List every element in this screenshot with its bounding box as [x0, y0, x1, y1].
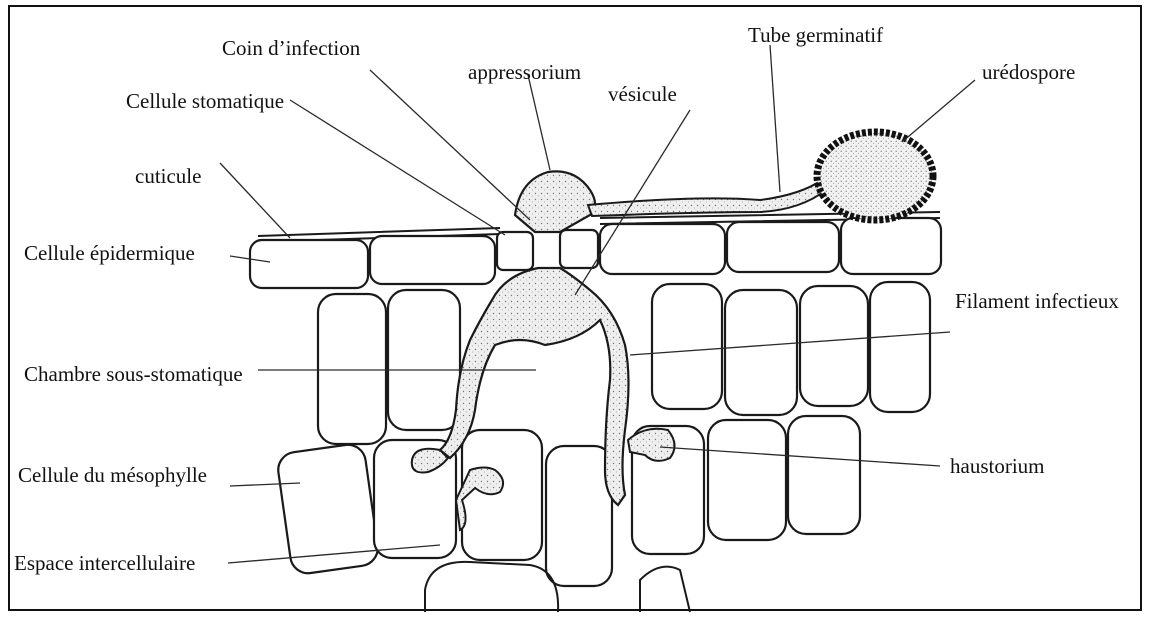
label-cuticule: cuticule — [135, 164, 201, 188]
label-cellule-mesophylle: Cellule du mésophylle — [18, 463, 207, 487]
label-cellule-stomatique: Cellule stomatique — [126, 89, 284, 113]
bottom-cell — [425, 562, 558, 612]
label-vesicule: vésicule — [608, 82, 677, 106]
germ-tube-shape — [588, 180, 826, 216]
label-espace-intercellulaire: Espace intercellulaire — [14, 551, 195, 575]
mesophyll-lower-row — [276, 416, 860, 612]
label-appressorium: appressorium — [468, 60, 581, 84]
label-coin-infection: Coin d’infection — [222, 36, 361, 60]
uredospore-shape — [817, 132, 933, 220]
epidermal-cells — [250, 218, 941, 288]
label-chambre-sous-stomatique: Chambre sous-stomatique — [24, 362, 243, 386]
bottom-cell-2 — [640, 567, 690, 612]
appressorium-shape — [515, 171, 595, 232]
label-filament-infectieux: Filament infectieux — [955, 289, 1119, 313]
label-cellule-epidermique: Cellule épidermique — [24, 241, 195, 265]
label-haustorium: haustorium — [950, 454, 1045, 478]
label-uredospore: urédospore — [982, 60, 1075, 84]
label-tube-germinatif: Tube germinatif — [748, 23, 883, 47]
